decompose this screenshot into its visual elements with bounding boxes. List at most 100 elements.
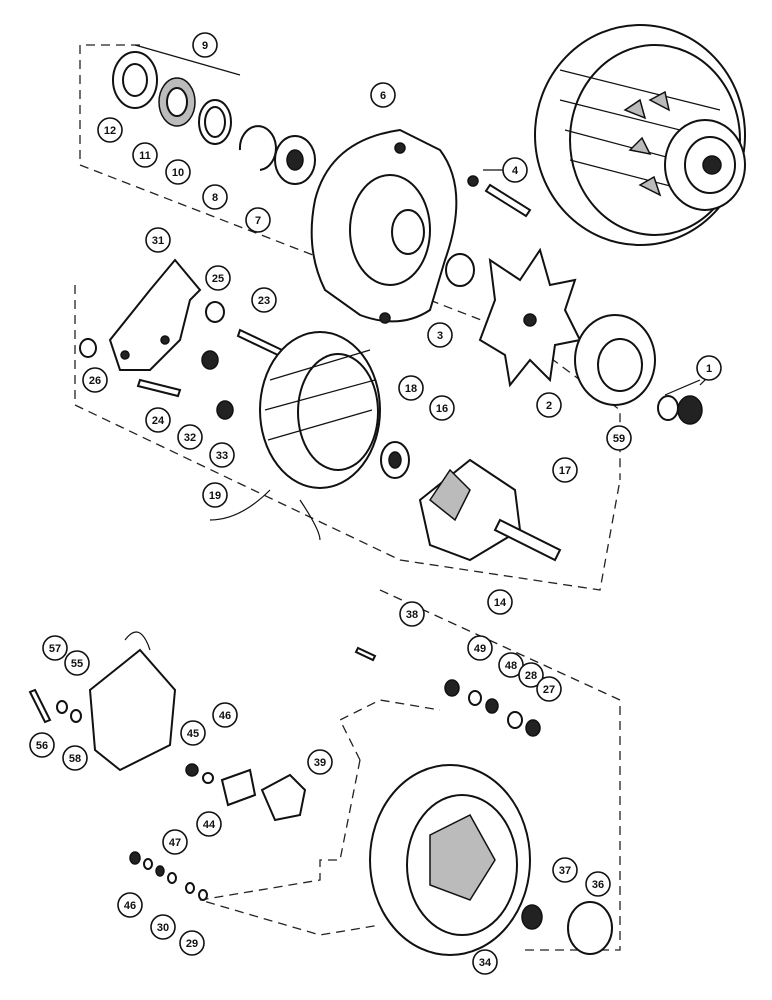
callout-circle bbox=[307, 749, 333, 775]
callout-circle bbox=[498, 652, 524, 678]
callout-c4: 4 bbox=[502, 157, 528, 183]
callout-c24: 24 bbox=[145, 407, 171, 433]
assembly-boundary-lines bbox=[74, 44, 621, 951]
callout-circle bbox=[212, 702, 238, 728]
callout-number: 23 bbox=[258, 295, 270, 307]
callout-circle bbox=[162, 829, 188, 855]
callout-number: 57 bbox=[49, 643, 61, 655]
callout-number: 8 bbox=[212, 192, 218, 204]
callout-c1: 1 bbox=[696, 355, 722, 381]
through-bolt bbox=[467, 175, 532, 218]
callout-c14: 14 bbox=[487, 589, 513, 615]
callout-circle bbox=[552, 457, 578, 483]
callout-number: 7 bbox=[255, 215, 261, 227]
seal-and-bearing-parts bbox=[112, 51, 316, 185]
callout-circle bbox=[177, 424, 203, 450]
callout-number: 55 bbox=[71, 658, 83, 670]
callout-number: 34 bbox=[479, 957, 492, 969]
fan-pulley-parts bbox=[445, 247, 703, 425]
callout-number: 44 bbox=[203, 819, 216, 831]
callout-number: 39 bbox=[314, 757, 326, 769]
callout-circle bbox=[536, 676, 562, 702]
callout-number: 11 bbox=[139, 150, 151, 162]
callout-number: 3 bbox=[437, 330, 443, 342]
callout-number: 4 bbox=[512, 165, 519, 177]
callout-c3: 3 bbox=[427, 322, 453, 348]
callout-number: 10 bbox=[172, 167, 184, 179]
callout-labels: 9121110876431252326243233183215916171914… bbox=[29, 32, 722, 975]
callout-c18: 18 bbox=[398, 375, 424, 401]
callout-circle bbox=[518, 662, 544, 688]
callout-circle bbox=[370, 82, 396, 108]
callout-c8: 8 bbox=[202, 184, 228, 210]
callout-number: 19 bbox=[209, 490, 221, 502]
callout-c46a: 46 bbox=[212, 702, 238, 728]
terminal-screw bbox=[354, 646, 377, 662]
callout-number: 12 bbox=[104, 125, 116, 137]
callout-circle bbox=[132, 142, 158, 168]
callout-number: 27 bbox=[543, 684, 555, 696]
callout-c44: 44 bbox=[196, 811, 222, 837]
callout-circle bbox=[202, 184, 228, 210]
callout-circle bbox=[502, 157, 528, 183]
stator bbox=[209, 331, 381, 541]
callout-c37: 37 bbox=[552, 857, 578, 883]
callout-c32: 32 bbox=[177, 424, 203, 450]
bracket-and-hardware bbox=[79, 258, 284, 420]
callout-c12: 12 bbox=[97, 117, 123, 143]
callout-circle bbox=[429, 395, 455, 421]
callout-circle bbox=[64, 650, 90, 676]
callout-c49: 49 bbox=[467, 635, 493, 661]
callout-c6: 6 bbox=[370, 82, 396, 108]
callout-c46b: 46 bbox=[117, 892, 143, 918]
callout-circle bbox=[62, 745, 88, 771]
callout-c34: 34 bbox=[472, 949, 498, 975]
callout-number: 36 bbox=[592, 879, 604, 891]
callout-c59: 59 bbox=[606, 425, 632, 451]
callout-c48: 48 bbox=[498, 652, 524, 678]
callout-number: 59 bbox=[613, 433, 625, 445]
callout-c25: 25 bbox=[205, 265, 231, 291]
callout-number: 29 bbox=[186, 938, 198, 950]
callout-circle bbox=[179, 930, 205, 956]
callout-circle bbox=[472, 949, 498, 975]
callout-c29: 29 bbox=[179, 930, 205, 956]
callout-c16: 16 bbox=[429, 395, 455, 421]
callout-circle bbox=[29, 732, 55, 758]
callout-c17: 17 bbox=[552, 457, 578, 483]
callout-c7: 7 bbox=[245, 207, 271, 233]
callout-circle bbox=[145, 407, 171, 433]
slip-ring-end-frame bbox=[369, 764, 531, 956]
callout-c9: 9 bbox=[192, 32, 218, 58]
callout-circle bbox=[398, 375, 424, 401]
callout-c56: 56 bbox=[29, 732, 55, 758]
callout-number: 18 bbox=[405, 383, 417, 395]
callout-number: 14 bbox=[494, 597, 507, 609]
small-nuts-and-washers bbox=[129, 851, 208, 901]
callout-number: 33 bbox=[216, 450, 228, 462]
rotor-and-bearing bbox=[380, 441, 562, 562]
drive-end-frame bbox=[310, 128, 458, 324]
callout-number: 48 bbox=[505, 660, 517, 672]
callout-number: 17 bbox=[559, 465, 571, 477]
callout-number: 26 bbox=[89, 375, 101, 387]
callout-circle bbox=[251, 287, 277, 313]
callout-circle bbox=[202, 482, 228, 508]
callout-number: 49 bbox=[474, 643, 486, 655]
callout-c28: 28 bbox=[518, 662, 544, 688]
callout-number: 2 bbox=[546, 400, 552, 412]
callout-c31: 31 bbox=[145, 227, 171, 253]
callout-circle bbox=[467, 635, 493, 661]
callout-circle bbox=[165, 159, 191, 185]
callout-circle bbox=[427, 322, 453, 348]
callout-circle bbox=[205, 265, 231, 291]
alternator-assembly-drawing bbox=[534, 24, 746, 246]
callout-number: 6 bbox=[380, 90, 386, 102]
callout-circle bbox=[487, 589, 513, 615]
callout-circle bbox=[536, 392, 562, 418]
callout-circle bbox=[585, 871, 611, 897]
callout-c33: 33 bbox=[209, 442, 235, 468]
callout-number: 47 bbox=[169, 837, 181, 849]
callout-circle bbox=[180, 720, 206, 746]
callout-number: 24 bbox=[152, 415, 165, 427]
